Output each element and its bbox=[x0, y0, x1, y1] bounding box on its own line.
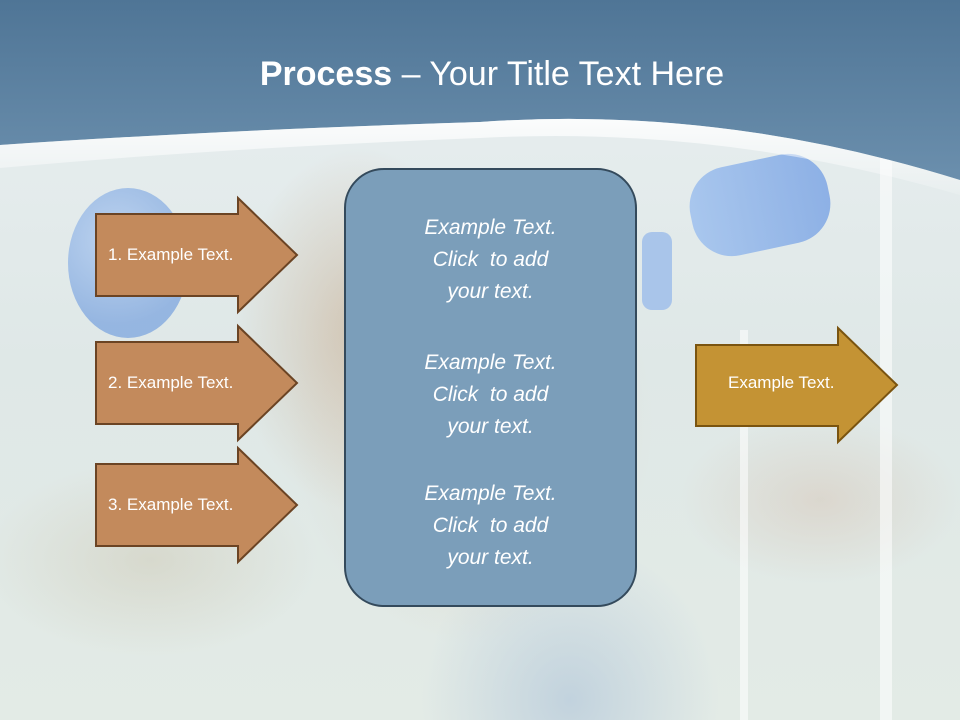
panel-line: Example Text. bbox=[424, 216, 557, 239]
arrow-right-icon bbox=[95, 445, 299, 565]
window-frame-bar bbox=[740, 330, 748, 720]
panel-line: your text. bbox=[447, 280, 534, 303]
arrow-right-icon bbox=[95, 323, 299, 443]
left-arrow-3[interactable]: 3. Example Text. bbox=[95, 445, 299, 565]
left-arrow-label: 1. Example Text. bbox=[108, 245, 234, 264]
left-arrow-2[interactable]: 2. Example Text. bbox=[95, 323, 299, 443]
panel-line: your text. bbox=[447, 415, 534, 438]
panel-line: your text. bbox=[447, 546, 534, 569]
center-text-panel[interactable]: Example Text. Click to add your text. Ex… bbox=[344, 168, 637, 607]
left-arrow-label: 2. Example Text. bbox=[108, 373, 234, 392]
title-rest-text: – Your Title Text Here bbox=[392, 55, 725, 93]
panel-line: Example Text. bbox=[424, 482, 557, 505]
right-arrow[interactable]: Example Text. bbox=[695, 325, 899, 445]
arrow-right-icon bbox=[95, 195, 299, 315]
title-bold-text: Process bbox=[259, 55, 393, 93]
panel-line: Click to add bbox=[432, 514, 549, 537]
left-arrow-label: 3. Example Text. bbox=[108, 495, 234, 514]
panel-line: Example Text. bbox=[424, 351, 557, 374]
panel-line: Click to add bbox=[432, 383, 549, 406]
panel-text-block-1: Example Text. Click to add your text. bbox=[346, 212, 635, 308]
window-frame-bar bbox=[880, 150, 892, 720]
slide-title[interactable]: Process – Your Title Text Here bbox=[0, 52, 960, 96]
header-band bbox=[0, 0, 960, 195]
panel-text-block-3: Example Text. Click to add your text. bbox=[346, 478, 635, 574]
arrow-right-icon bbox=[695, 325, 899, 445]
dumbbell-right-handle-image bbox=[642, 232, 672, 310]
panel-text-block-2: Example Text. Click to add your text. bbox=[346, 347, 635, 443]
right-arrow-label: Example Text. bbox=[728, 373, 835, 392]
panel-line: Click to add bbox=[432, 248, 549, 271]
left-arrow-1[interactable]: 1. Example Text. bbox=[95, 195, 299, 315]
